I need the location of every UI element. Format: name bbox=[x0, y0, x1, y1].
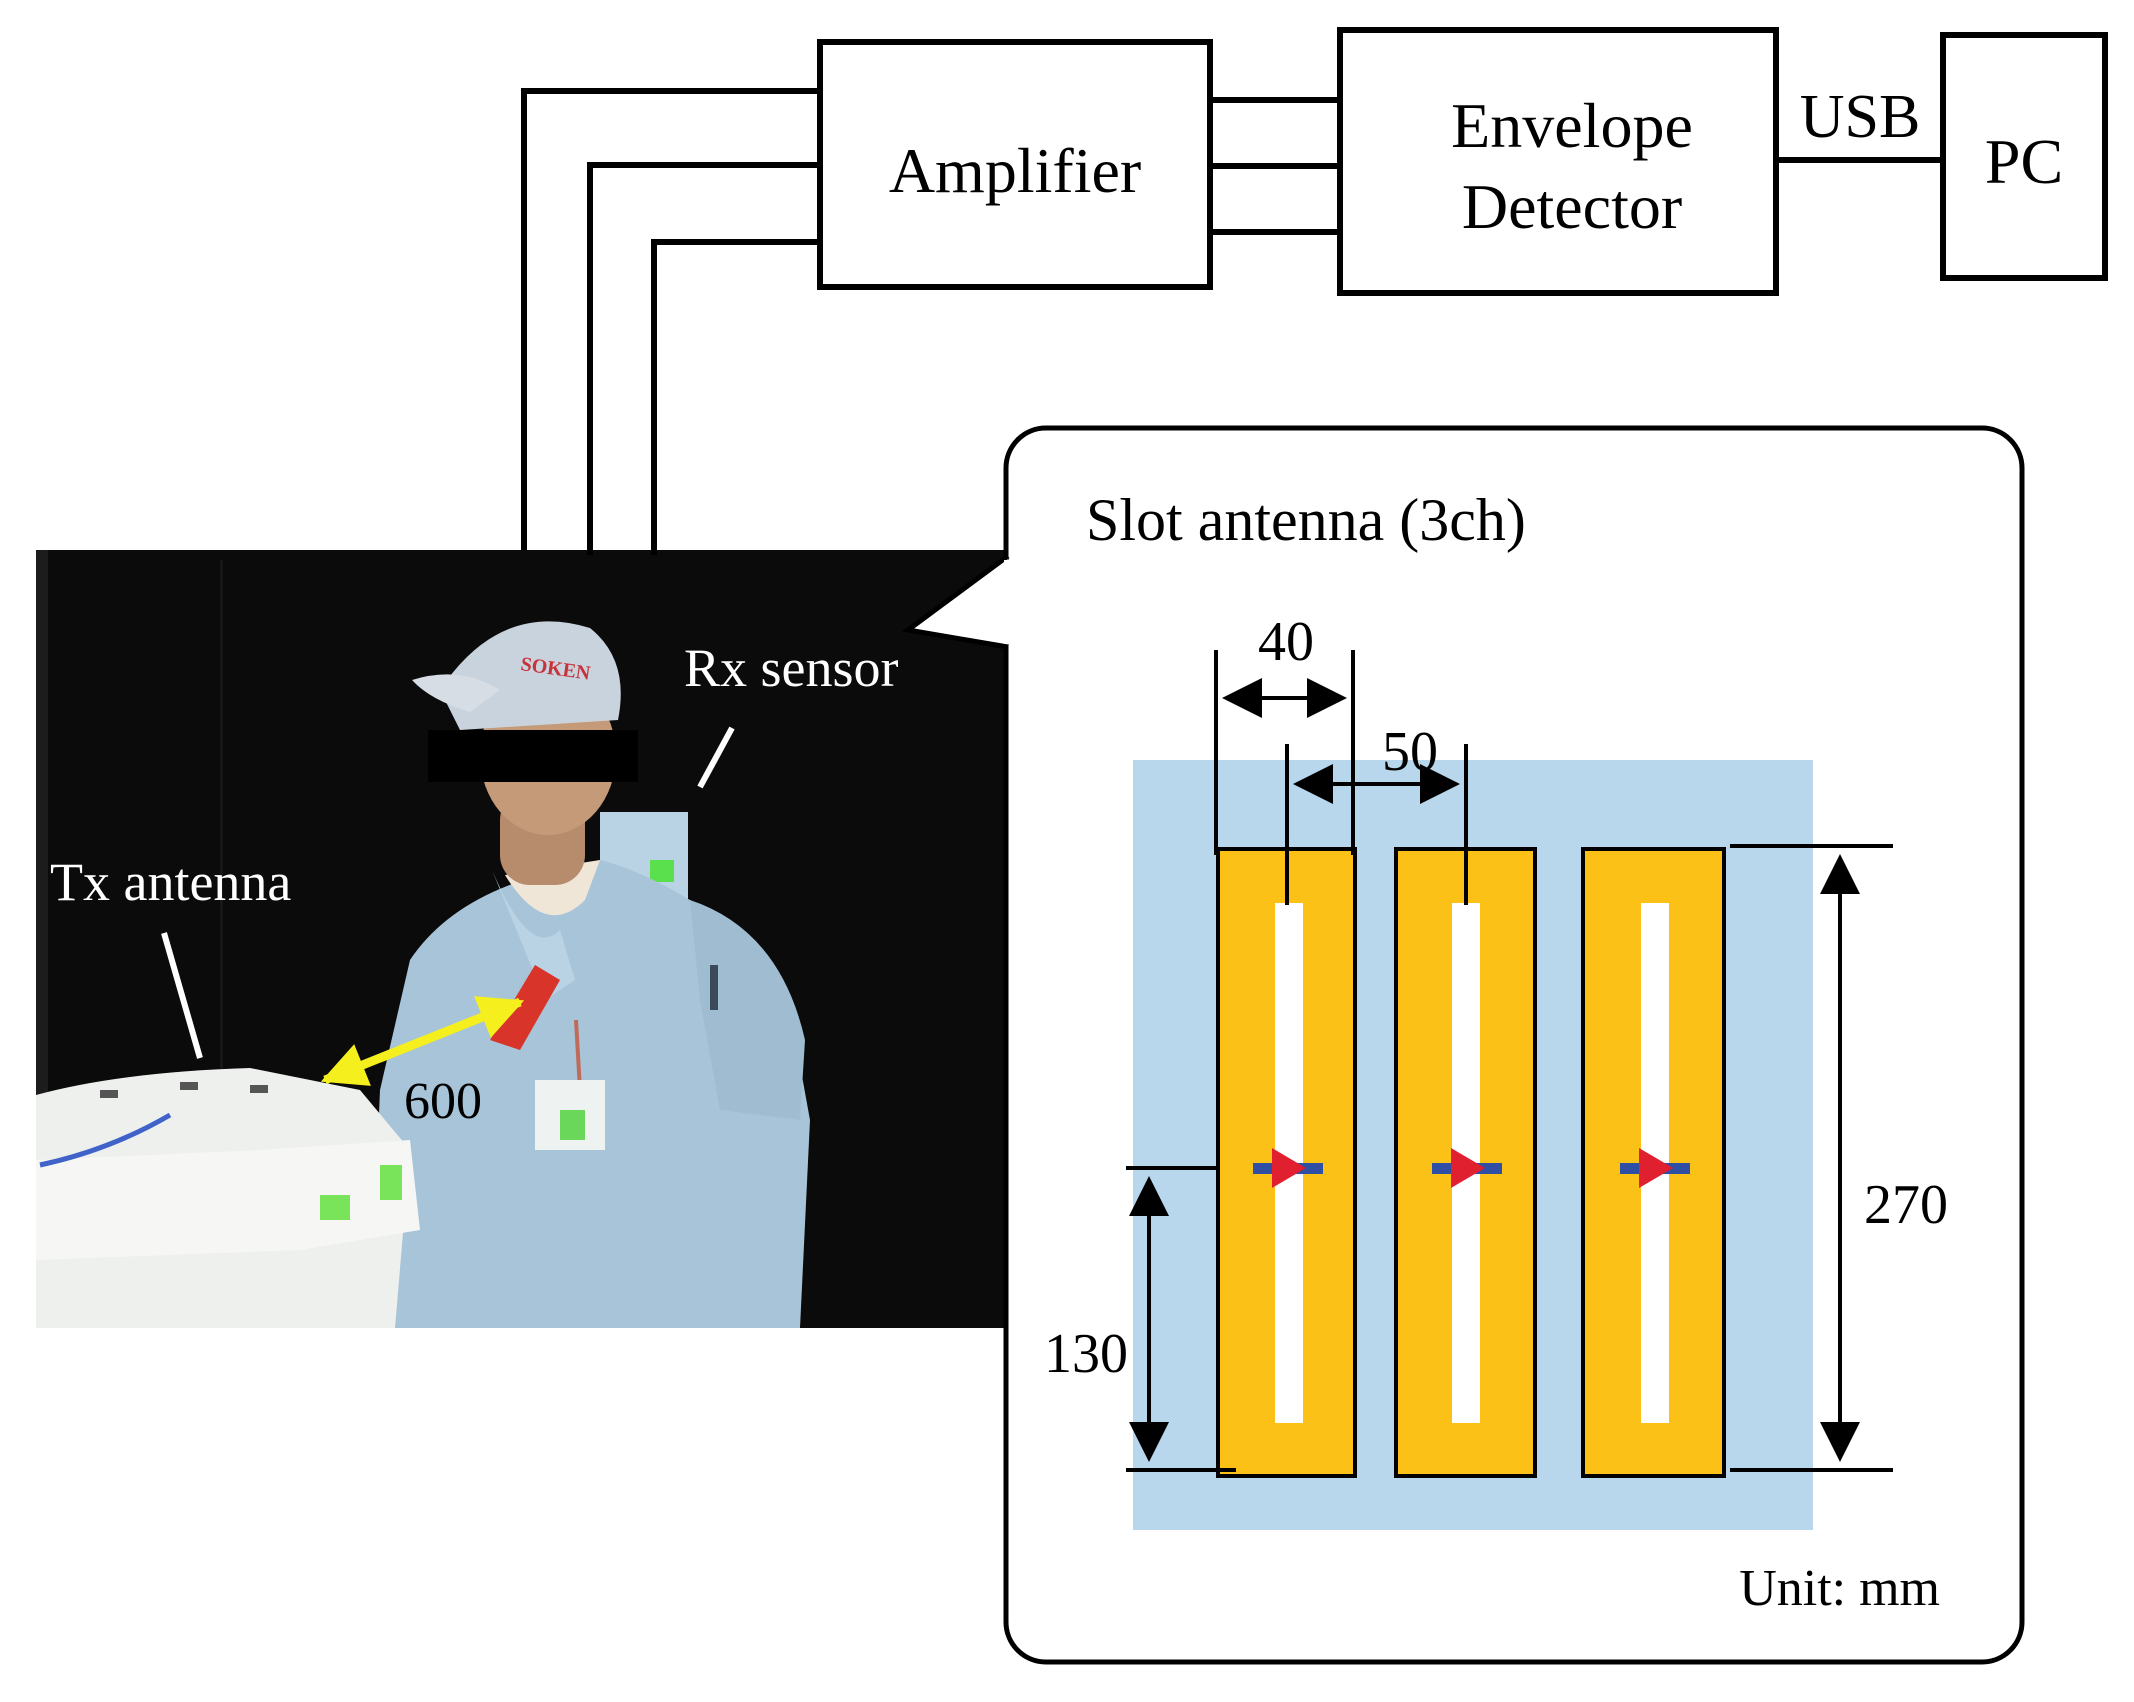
pc-label: PC bbox=[1985, 126, 2063, 197]
amplifier-box bbox=[817, 39, 1213, 290]
cable-ch2 bbox=[587, 162, 820, 555]
cable-ch1 bbox=[521, 88, 820, 550]
slot-antenna-inset: Slot antenna (3ch) bbox=[901, 425, 2025, 1665]
rx-sensor-label: Rx sensor bbox=[684, 638, 899, 698]
rx-pointer bbox=[697, 726, 735, 789]
experiment-photo: SOKEN bbox=[36, 550, 1046, 1328]
dim-pitch-label: 50 bbox=[1382, 721, 1438, 783]
privacy-bar bbox=[428, 730, 638, 782]
envelope-label-line2: Detector bbox=[1462, 171, 1682, 242]
distance-arrow bbox=[320, 996, 525, 1086]
feed-arrow-2 bbox=[1451, 1148, 1485, 1188]
signal-chain bbox=[521, 27, 2108, 555]
distance-label: 600 bbox=[404, 1073, 482, 1130]
cable-ch3 bbox=[651, 239, 820, 555]
dim-width-label: 40 bbox=[1258, 611, 1314, 673]
dim-feed-label: 130 bbox=[1044, 1323, 1128, 1385]
amplifier-label: Amplifier bbox=[889, 135, 1141, 206]
feed-arrow-3 bbox=[1639, 1148, 1673, 1188]
usb-label: USB bbox=[1800, 83, 1921, 151]
inset-title: Slot antenna (3ch) bbox=[1086, 487, 1526, 553]
pc-box bbox=[1940, 32, 2108, 281]
feed-arrow-1 bbox=[1272, 1148, 1306, 1188]
tx-pointer bbox=[161, 932, 203, 1059]
envelope-detector-box bbox=[1337, 27, 1779, 296]
tx-antenna-label: Tx antenna bbox=[50, 852, 291, 912]
unit-label: Unit: mm bbox=[1739, 1560, 1940, 1617]
dim-height-label: 270 bbox=[1864, 1174, 1948, 1236]
envelope-label-line1: Envelope bbox=[1451, 90, 1693, 161]
callout-pointer bbox=[901, 553, 1010, 650]
